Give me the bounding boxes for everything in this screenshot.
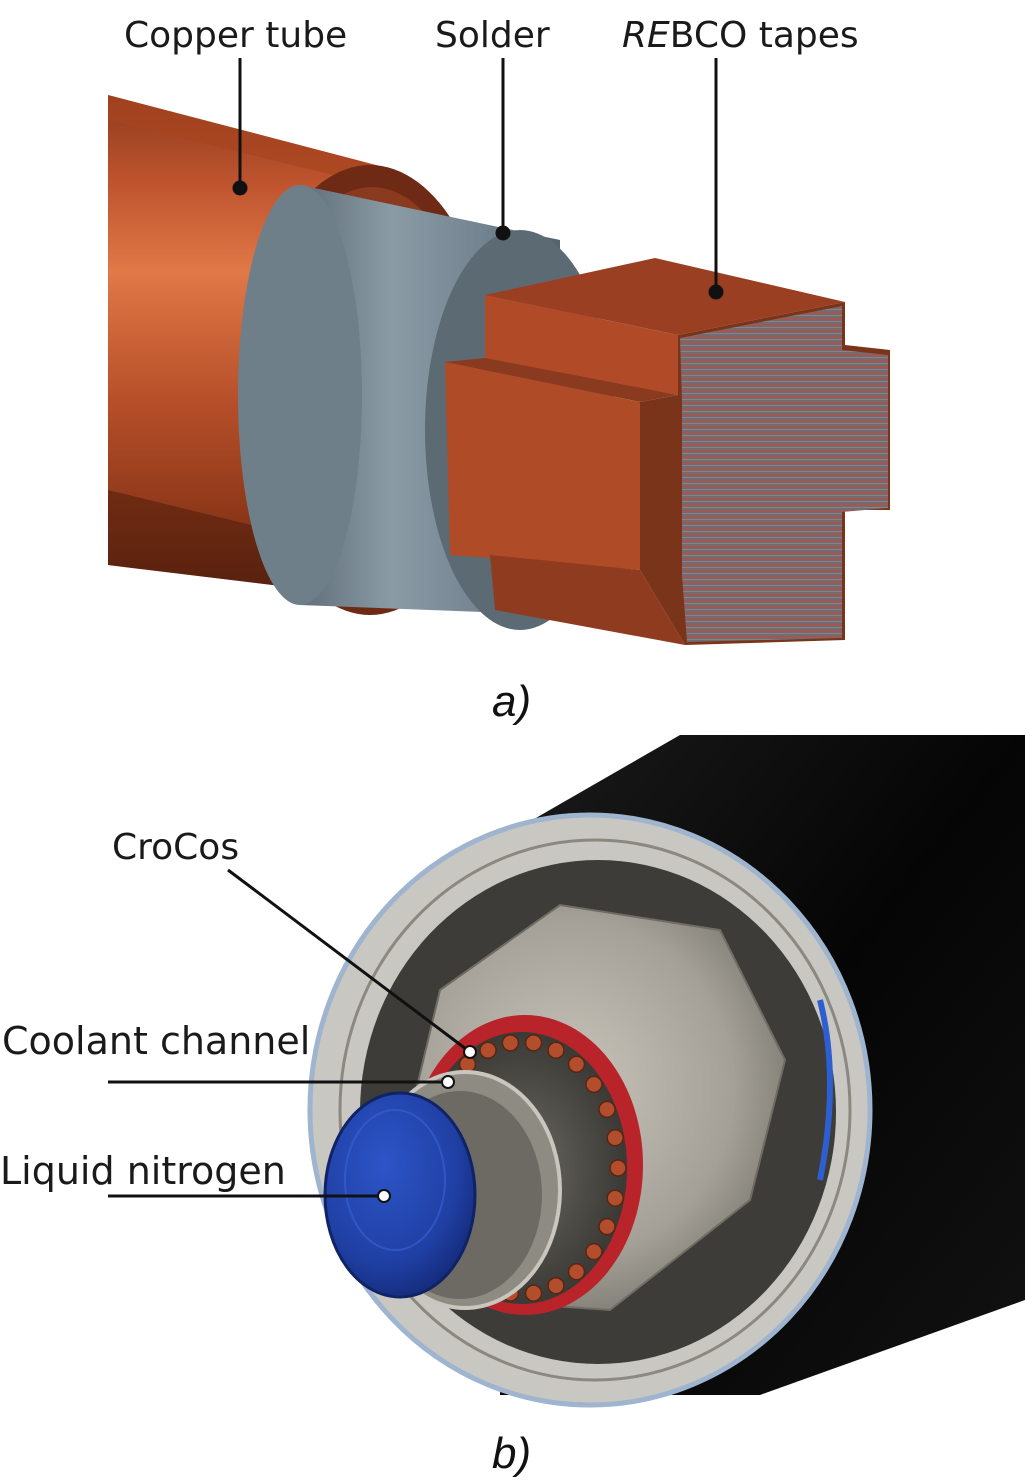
panel-b-leaders <box>108 868 471 1198</box>
label-copper-tube: Copper tube <box>124 15 348 56</box>
label-rebco-tapes: REBCO tapes <box>622 18 859 54</box>
crocos-dot <box>606 1189 624 1207</box>
crocos-dot <box>524 1034 543 1052</box>
crocos-dot <box>547 1041 565 1059</box>
label-crocos: CroCos <box>112 827 240 868</box>
crocos-dot <box>479 1041 497 1059</box>
crocos-dot <box>598 1100 616 1119</box>
label-rebco-suffix: BCO tapes <box>669 15 859 56</box>
rebco-stack <box>445 258 890 645</box>
crocos-dot <box>458 1055 477 1074</box>
crocos-dot <box>585 1242 603 1261</box>
crocos-dot <box>547 1277 565 1295</box>
caption-a: a) <box>492 677 532 726</box>
panel-a-drawing <box>108 95 890 645</box>
caption-b: b) <box>492 1429 532 1478</box>
crocos-dot <box>585 1075 603 1094</box>
crocos-dot <box>598 1217 616 1236</box>
crocos-dot <box>606 1129 624 1147</box>
crocos-dot <box>567 1055 586 1074</box>
panel-a-leaders <box>232 58 724 300</box>
crocos-dot <box>524 1284 543 1302</box>
label-solder: Solder <box>435 15 550 56</box>
crocos-dot <box>501 1034 520 1052</box>
rebco-tape-face <box>680 306 888 642</box>
crocos-dot <box>567 1262 586 1281</box>
label-coolant-channel: Coolant channel <box>2 1019 311 1063</box>
panel-b-drawing <box>307 735 1025 1408</box>
label-liquid-nitrogen: Liquid nitrogen <box>0 1149 286 1193</box>
crocos-dot <box>609 1159 627 1177</box>
label-rebco-prefix: RE <box>622 15 670 56</box>
